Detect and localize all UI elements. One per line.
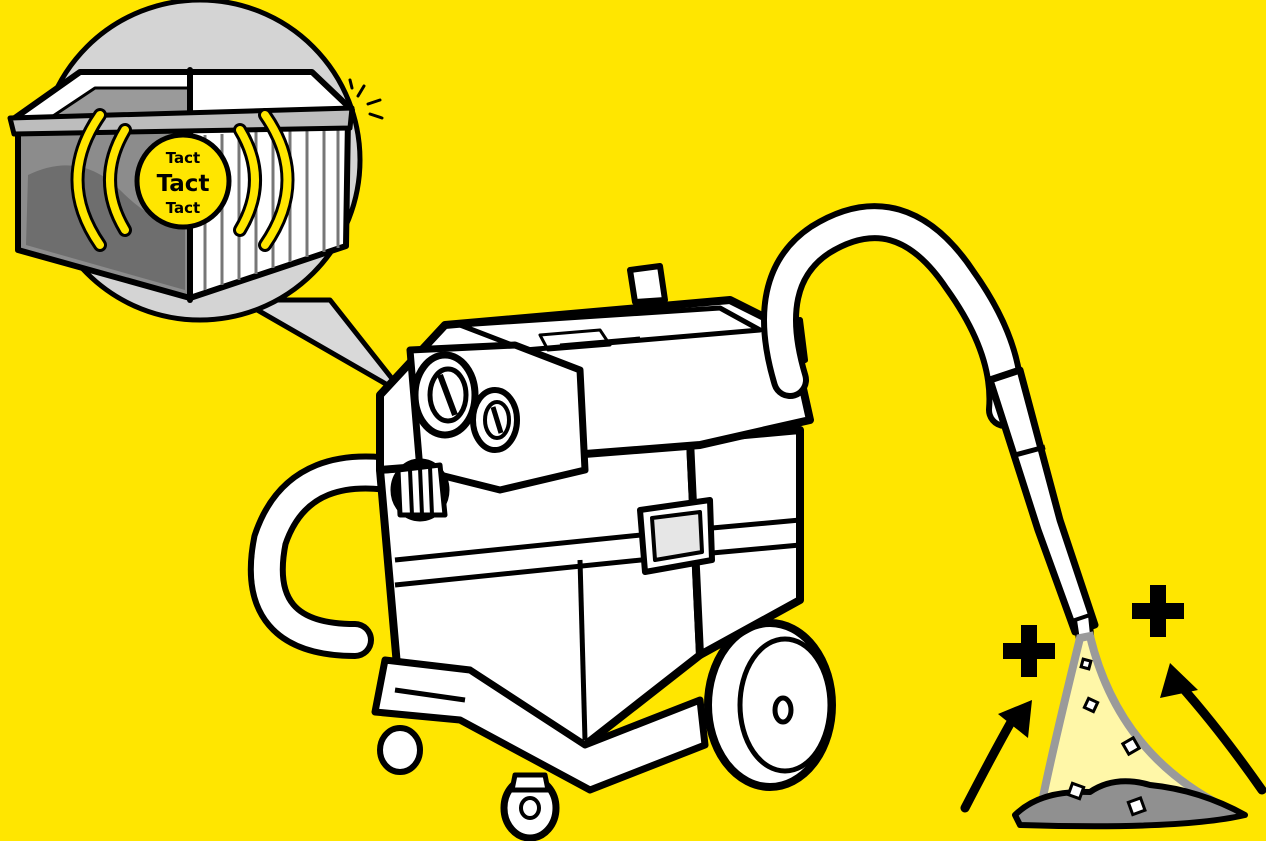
tact-label-middle: Tact — [157, 171, 210, 197]
plus-icon — [1003, 625, 1055, 677]
tact-badge: Tact Tact Tact — [137, 135, 229, 227]
tact-label-top: Tact — [166, 149, 200, 167]
magnifier-callout: Tact Tact Tact — [10, 0, 405, 395]
mode-dial — [473, 390, 517, 450]
power-dial — [415, 355, 475, 435]
arrow-up-icon — [965, 700, 1032, 808]
magnifier-cone — [240, 300, 405, 395]
suction-hose-icon — [780, 222, 1095, 640]
carry-handle — [630, 266, 665, 302]
tact-label-bottom: Tact — [166, 199, 200, 217]
front-caster — [504, 775, 556, 838]
suction-wand — [990, 370, 1095, 632]
rear-wheel — [708, 623, 832, 787]
hose-inlet — [394, 462, 446, 518]
plus-icon-right — [1132, 585, 1184, 637]
suction-effect — [1015, 636, 1245, 826]
left-caster — [380, 728, 420, 772]
